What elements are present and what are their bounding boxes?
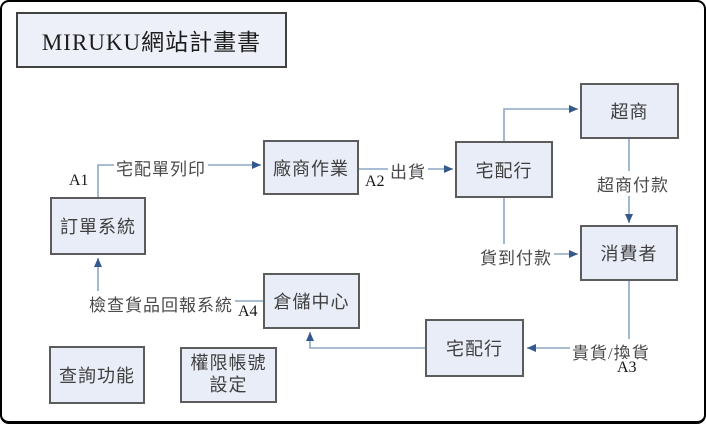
node-consumer: 消費者 <box>580 225 678 281</box>
node-permission-label: 權限帳號設定 <box>190 353 267 395</box>
edge-tag-a1: A1 <box>69 172 89 190</box>
node-query-function: 查詢功能 <box>49 346 145 404</box>
edge-delivery2-to-warehouse <box>306 332 425 349</box>
node-vendor-operations: 廠商作業 <box>263 140 359 195</box>
node-delivery-company-top: 宅配行 <box>455 141 553 198</box>
edge-tag-a3: A3 <box>617 359 637 377</box>
edge-label-store-payment: 超商付款 <box>595 171 671 196</box>
node-delivery-company-bottom: 宅配行 <box>425 319 524 377</box>
diagram-title: MIRUKU網站計畫書 <box>16 12 287 68</box>
edge-label-cash-on-delivery: 貨到付款 <box>478 244 554 269</box>
edge-label-print-delivery-slip: 宅配單列印 <box>114 155 208 180</box>
edge-consumer-to-delivery2 <box>527 281 630 352</box>
node-permission-account-settings: 權限帳號設定 <box>180 347 277 403</box>
edge-label-return-exchange: 貴貨/換貨 <box>570 339 652 364</box>
edge-tag-a4: A4 <box>238 303 258 321</box>
edge-label-ship: 出貨 <box>388 158 428 183</box>
node-convenience-store: 超商 <box>580 83 679 139</box>
edge-tag-a2: A2 <box>365 173 385 191</box>
edge-label-check-goods-report: 檢查貨品回報系統 <box>87 291 235 316</box>
edge-delivery-to-store <box>503 105 578 141</box>
node-warehouse-center: 倉儲中心 <box>263 273 360 329</box>
node-order-system: 訂單系統 <box>50 197 146 255</box>
